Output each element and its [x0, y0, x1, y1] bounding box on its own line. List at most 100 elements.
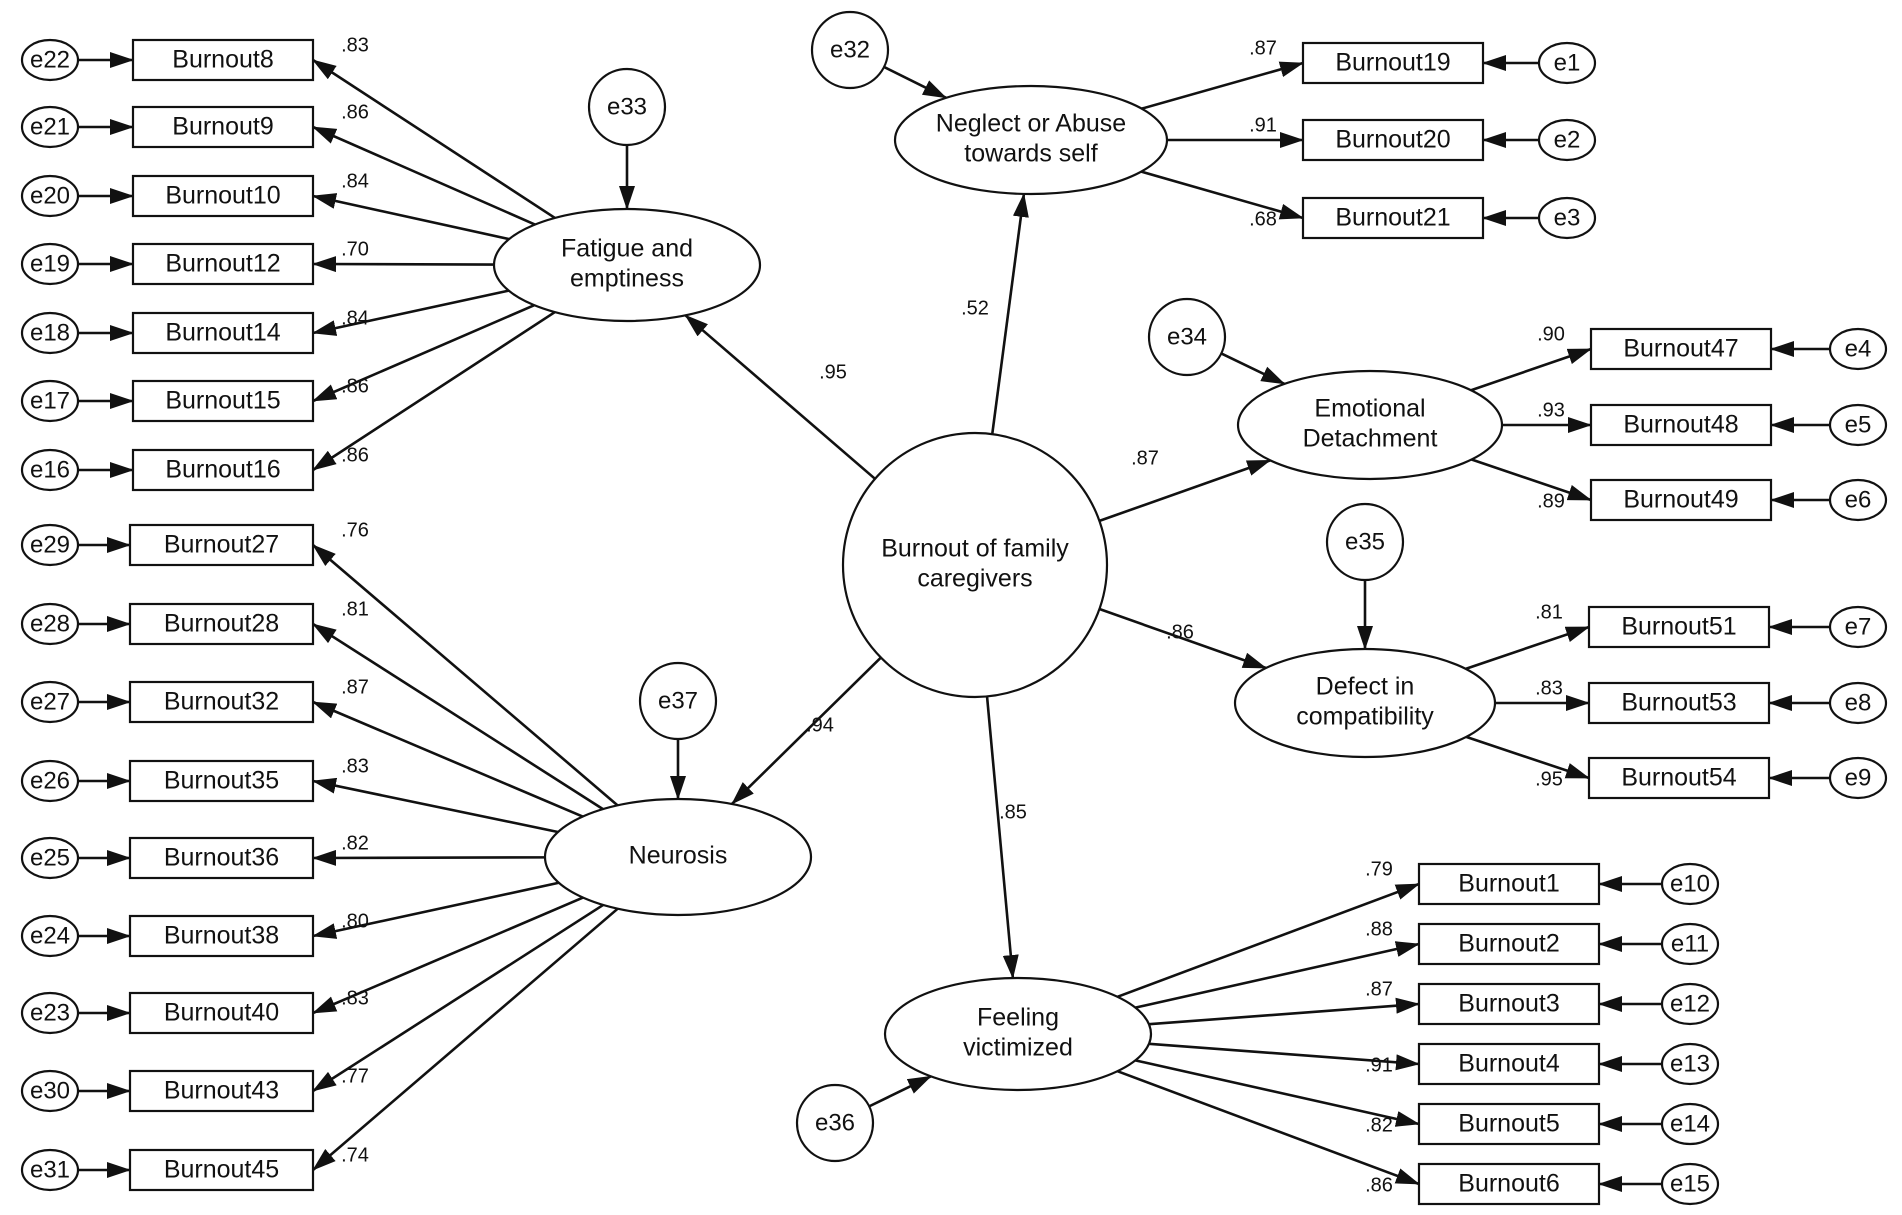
- error-e23-label: e23: [30, 999, 70, 1026]
- error-e36: [795, 1083, 875, 1163]
- error-e36-label: e36: [815, 1109, 855, 1136]
- indicator-Burnout48: [1589, 403, 1773, 447]
- coef-Burnout3: .87: [1365, 978, 1393, 1000]
- indicator-Burnout21-label: Burnout21: [1335, 204, 1450, 232]
- error-e34: [1147, 297, 1227, 377]
- indicator-Burnout10: [131, 174, 315, 218]
- indicator-Burnout21: [1301, 196, 1485, 240]
- indicator-Burnout51: [1587, 605, 1771, 649]
- loading-fatigue-Burnout16: [312, 310, 556, 472]
- error-e28: [20, 602, 80, 646]
- coef-Burnout19: .87: [1249, 37, 1277, 59]
- indicator-Burnout49: [1589, 478, 1773, 522]
- coef-Burnout51: .81: [1535, 601, 1563, 623]
- coef-Burnout8: .83: [341, 34, 369, 56]
- loading-neglect-Burnout19: [1141, 61, 1304, 110]
- error-e20: [20, 174, 80, 218]
- coef-Burnout40: .83: [341, 987, 369, 1009]
- loading-defect-Burnout51: [1465, 625, 1590, 671]
- indicator-Burnout5: [1417, 1102, 1601, 1146]
- indicator-Burnout54-label: Burnout54: [1621, 764, 1736, 792]
- error-e14: [1660, 1102, 1720, 1146]
- coef-Burnout47: .90: [1537, 323, 1565, 345]
- indicator-Burnout16-label: Burnout16: [165, 456, 280, 484]
- error-e22: [20, 38, 80, 82]
- indicator-Burnout40-label: Burnout40: [164, 999, 279, 1027]
- error-e29: [20, 523, 80, 567]
- coef-Burnout20: .91: [1249, 114, 1277, 136]
- loading-fatigue-Burnout8: [312, 58, 556, 220]
- coef-Burnout35: .83: [341, 755, 369, 777]
- error-e17-label: e17: [30, 387, 70, 414]
- error-e5-label: e5: [1845, 411, 1872, 438]
- latent-victim-label: victimized: [963, 1034, 1073, 1062]
- indicator-Burnout15-label: Burnout15: [165, 387, 280, 415]
- indicator-Burnout32-label: Burnout32: [164, 688, 279, 716]
- indicator-Burnout4: [1417, 1042, 1601, 1086]
- latent-victim-label: Feeling: [977, 1004, 1059, 1032]
- indicator-Burnout2-label: Burnout2: [1458, 930, 1559, 958]
- loading-victim-Burnout3: [1148, 997, 1420, 1026]
- indicator-Burnout45: [128, 1148, 315, 1192]
- indicator-Burnout6-label: Burnout6: [1458, 1170, 1559, 1198]
- path-central-to-defect: [1099, 607, 1267, 670]
- loading-victim-Burnout2: [1135, 941, 1420, 1009]
- indicator-Burnout20: [1301, 118, 1485, 162]
- error-e2: [1537, 118, 1597, 162]
- latent-fatigue: [492, 207, 762, 323]
- loading-fatigue-Burnout9: [312, 125, 536, 226]
- loading-neurosis-Burnout35: [312, 777, 559, 834]
- loading-victim-Burnout5: [1135, 1059, 1420, 1127]
- indicator-Burnout43: [128, 1069, 315, 1113]
- indicator-Burnout1: [1417, 862, 1601, 906]
- error-e33: [587, 67, 667, 147]
- error-e37: [638, 661, 718, 741]
- error-e16-label: e16: [30, 456, 70, 483]
- error-e18: [20, 311, 80, 355]
- indicator-Burnout48-label: Burnout48: [1623, 411, 1738, 439]
- coef-Burnout36: .82: [341, 832, 369, 854]
- indicator-Burnout36: [128, 836, 315, 880]
- coef-central-victim: .85: [999, 801, 1027, 823]
- indicator-Burnout15: [131, 379, 315, 423]
- indicator-Burnout49-label: Burnout49: [1623, 486, 1738, 514]
- error-e19: [20, 242, 80, 286]
- loading-defect-Burnout54: [1465, 735, 1590, 780]
- error-e24: [20, 914, 80, 958]
- coef-Burnout14: .84: [341, 307, 369, 329]
- indicator-Burnout43-label: Burnout43: [164, 1077, 279, 1105]
- error-e10: [1660, 862, 1720, 906]
- latent-emotional-label: Detachment: [1303, 425, 1438, 453]
- error-e6: [1828, 478, 1888, 522]
- indicator-Burnout3: [1417, 982, 1601, 1026]
- loading-neurosis-Burnout40: [312, 896, 584, 1015]
- error-e35: [1325, 502, 1405, 582]
- error-e8-label: e8: [1845, 689, 1872, 716]
- indicator-Burnout45-label: Burnout45: [164, 1156, 279, 1184]
- error-e32-label: e32: [830, 36, 870, 63]
- indicator-Burnout47-label: Burnout47: [1623, 335, 1738, 363]
- indicator-Burnout5-label: Burnout5: [1458, 1110, 1559, 1138]
- error-e24-label: e24: [30, 922, 70, 949]
- indicator-Burnout14-label: Burnout14: [165, 319, 280, 347]
- error-e12-label: e12: [1670, 990, 1710, 1017]
- coef-Burnout45: .74: [341, 1144, 369, 1166]
- loading-fatigue-Burnout10: [312, 193, 510, 241]
- error-e1: [1537, 41, 1597, 85]
- latent-victim: [883, 976, 1153, 1092]
- coef-Burnout2: .88: [1365, 918, 1393, 940]
- error-e15: [1660, 1162, 1720, 1206]
- loading-neurosis-Burnout28: [312, 622, 604, 811]
- error-e11: [1660, 922, 1720, 966]
- indicator-Burnout1-label: Burnout1: [1458, 870, 1559, 898]
- indicator-Burnout38: [128, 914, 315, 958]
- coef-Burnout27: .76: [341, 519, 369, 541]
- error-e9: [1828, 756, 1888, 800]
- coef-Burnout32: .87: [341, 676, 369, 698]
- loading-neurosis-Burnout32: [312, 700, 584, 818]
- indicator-Burnout27-label: Burnout27: [164, 531, 279, 559]
- indicator-Burnout35-label: Burnout35: [164, 767, 279, 795]
- error-e4-label: e4: [1845, 335, 1872, 362]
- coef-Burnout43: .77: [341, 1065, 369, 1087]
